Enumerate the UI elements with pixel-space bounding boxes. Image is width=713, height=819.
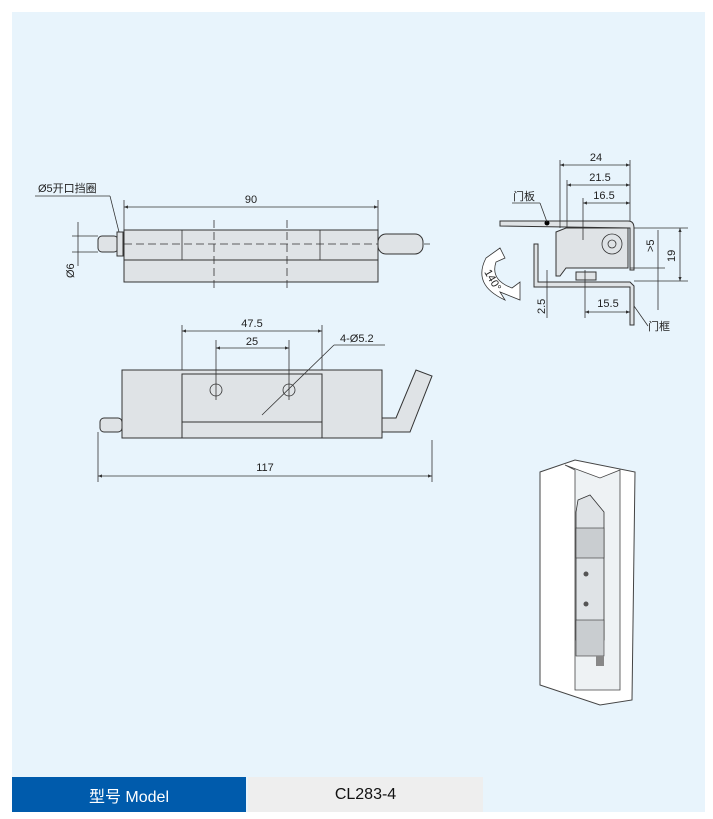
dim-25: 25: [246, 336, 258, 348]
dim-90: 90: [245, 194, 257, 206]
dim-gt5: >5: [645, 239, 657, 252]
dim-21-5: 21.5: [589, 172, 610, 184]
side-view: 24 21.5 16.5 门板 19 >5 2.5 15.5 门框 140°: [481, 152, 688, 333]
front-view: 90 Ø5开口挡圈 Ø6: [35, 181, 430, 290]
door-panel-label: 门板: [513, 189, 535, 203]
dim-15-5: 15.5: [597, 298, 618, 310]
dim-pin: Ø6: [65, 263, 77, 278]
dim-19: 19: [666, 250, 678, 262]
isometric-view: [539, 459, 636, 706]
model-value: CL283-4: [248, 777, 483, 812]
dim-47-5: 47.5: [241, 318, 262, 330]
dim-24: 24: [590, 152, 602, 164]
circlip-label: Ø5开口挡圈: [38, 181, 97, 195]
door-frame-label: 门框: [648, 319, 670, 333]
dim-16-5: 16.5: [593, 190, 614, 202]
top-view: 47.5 25 4-Ø5.2 117: [97, 318, 433, 482]
model-label: 型号 Model: [12, 777, 246, 812]
dim-2-5: 2.5: [536, 299, 548, 314]
dim-117: 117: [256, 462, 274, 474]
rotation-arrow-icon: [481, 247, 521, 301]
hole-label: 4-Ø5.2: [340, 333, 374, 345]
